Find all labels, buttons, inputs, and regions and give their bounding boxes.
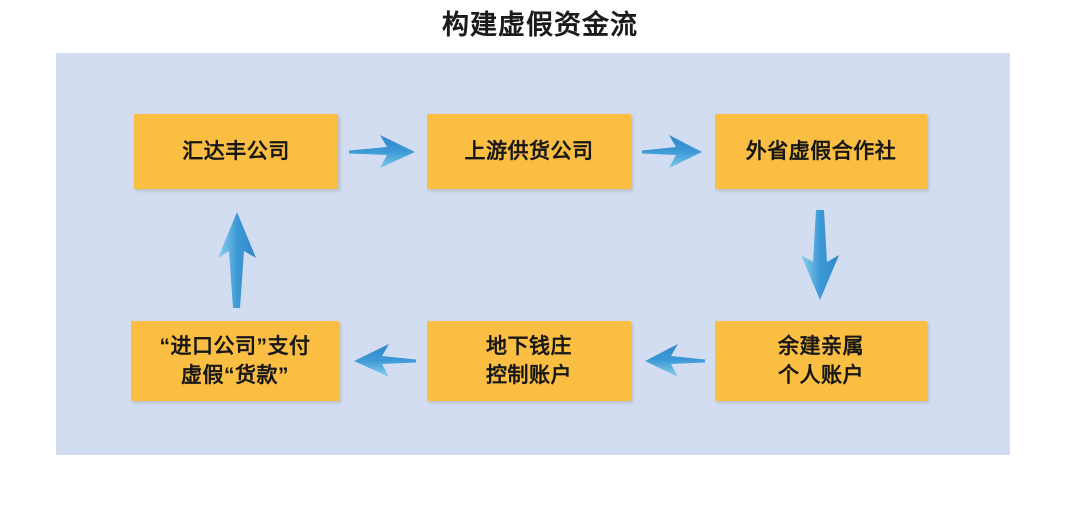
flowchart-panel: 汇达丰公司 上游供货公司 外省虚假合作社 余建亲属 个人账户 地下钱庄 控制账户… bbox=[56, 53, 1010, 455]
flow-node-fake-cooperative[interactable]: 外省虚假合作社 bbox=[715, 114, 927, 189]
arrow-up-icon bbox=[208, 208, 266, 308]
flow-node-label: 外省虚假合作社 bbox=[745, 140, 897, 163]
arrow-right-icon bbox=[642, 130, 704, 174]
arrow-left-icon bbox=[643, 339, 705, 383]
flow-node-label: 余建亲属 个人账户 bbox=[778, 335, 864, 387]
arrow-left-icon bbox=[352, 339, 416, 383]
flow-node-label: 汇达丰公司 bbox=[182, 140, 290, 163]
flow-node-label: 地下钱庄 控制账户 bbox=[486, 335, 572, 387]
flow-node-upstream-supplier[interactable]: 上游供货公司 bbox=[427, 114, 631, 189]
arrow-down-icon bbox=[791, 210, 849, 302]
page-title: 构建虚假资金流 bbox=[442, 10, 638, 40]
flow-node-label: 上游供货公司 bbox=[464, 140, 594, 163]
flow-node-huidafeng[interactable]: 汇达丰公司 bbox=[134, 114, 338, 189]
flow-node-import-company-payment[interactable]: “进口公司”支付 虚假“货款” bbox=[131, 321, 339, 401]
flow-node-underground-bank-account[interactable]: 地下钱庄 控制账户 bbox=[427, 321, 631, 401]
arrow-right-icon bbox=[349, 130, 417, 174]
flow-node-label: “进口公司”支付 虚假“货款” bbox=[159, 335, 311, 387]
flow-node-relative-personal-account[interactable]: 余建亲属 个人账户 bbox=[715, 321, 927, 401]
